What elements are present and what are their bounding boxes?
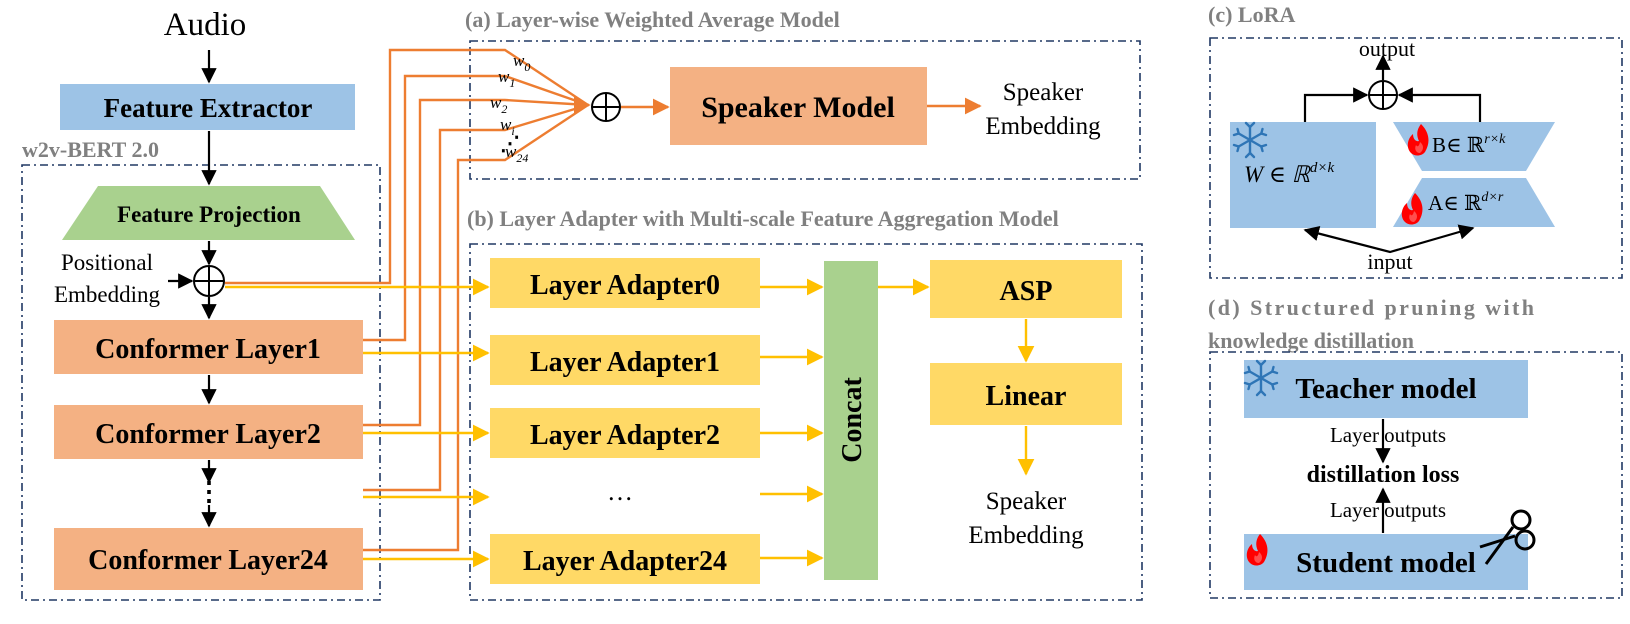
layer-ellipsis: ⋮	[196, 477, 222, 506]
panel-b-frame	[469, 243, 1143, 601]
backbone-title: w2v-BERT 2.0	[22, 137, 159, 162]
speaker-model-box	[670, 67, 927, 145]
panel-b-output-line1: Speaker	[986, 488, 1067, 515]
adapter-output-lines	[760, 278, 824, 567]
adapter-input-lines	[225, 278, 490, 568]
panel-b-title: (b) Layer Adapter with Multi-scale Featu…	[467, 206, 1059, 231]
audio-label: Audio	[164, 7, 247, 43]
asp-box	[930, 260, 1122, 318]
conformer-layer1-label: Conformer Layer1	[95, 334, 321, 365]
lora-input-label: input	[1367, 249, 1412, 274]
panel-b-output-line2: Embedding	[968, 522, 1084, 549]
feature-extractor-box	[60, 84, 355, 130]
adapter-ellipsis: …	[607, 477, 633, 506]
panel-a-output-line2: Embedding	[985, 113, 1101, 140]
weight-label-0: w0	[513, 51, 530, 74]
weighted-sum-routing-lines	[225, 48, 589, 552]
layer-adapter24-box	[490, 534, 760, 584]
conformer-layer24-box	[54, 528, 363, 590]
concat-label: Concat	[837, 377, 868, 463]
distillation-loss-label: distillation loss	[1307, 462, 1460, 488]
lora-b-box	[1393, 122, 1555, 171]
weighted-sum-icon	[591, 92, 621, 122]
panel-c-frame	[1209, 37, 1623, 279]
student-model-label: Student model	[1296, 547, 1476, 579]
layer-adapter1-label: Layer Adapter1	[530, 347, 720, 378]
panel-a-output-line1: Speaker	[1003, 79, 1084, 106]
teacher-model-label: Teacher model	[1295, 373, 1476, 405]
lora-sum-icon	[1368, 80, 1398, 110]
asp-label: ASP	[1000, 276, 1053, 307]
layer-outputs-top-label: Layer outputs	[1330, 423, 1446, 447]
panel-d-title-line2: knowledge distillation	[1208, 328, 1414, 353]
weight-dots: ⋰	[500, 133, 520, 155]
lora-b-label: B∈ ℝr×k	[1432, 132, 1506, 157]
student-model-box	[1244, 534, 1528, 590]
lora-w-label: W ∈ ℝd×k	[1244, 160, 1335, 187]
feature-projection-box	[62, 186, 355, 240]
panel-d-frame	[1209, 351, 1623, 599]
layer-adapter0-box	[490, 258, 760, 308]
weight-label-1: w1	[498, 67, 515, 90]
positional-sum-icon	[193, 265, 225, 297]
lora-w-to-sum-line	[1303, 87, 1369, 122]
linear-label: Linear	[986, 381, 1067, 412]
positional-label-line1: Positional	[61, 250, 153, 275]
lora-b-to-sum-line	[1397, 87, 1482, 122]
weight-label-24: w24	[505, 142, 528, 165]
lora-a-label: A∈ ℝd×r	[1428, 190, 1504, 215]
panel-c-title: (c) LoRA	[1208, 2, 1295, 27]
layer-adapter24-label: Layer Adapter24	[523, 546, 727, 577]
linear-box	[930, 363, 1122, 425]
lora-input-arrows	[1303, 224, 1475, 254]
feature-projection-label: Feature Projection	[117, 202, 301, 227]
scissors-icon	[1479, 509, 1536, 565]
weight-label-i: wi	[500, 115, 515, 138]
lora-w-box	[1230, 122, 1376, 228]
weight-labels: w0 w1 w2 wi w24	[490, 51, 530, 165]
conformer-layer2-box	[54, 405, 363, 459]
speaker-model-label: Speaker Model	[701, 91, 895, 124]
weight-label-2: w2	[490, 93, 507, 116]
conformer-layer24-label: Conformer Layer24	[88, 545, 328, 576]
panel-a-frame	[469, 40, 1141, 180]
lora-a-box	[1393, 178, 1555, 227]
lora-output-label: output	[1359, 36, 1415, 61]
conformer-layer1-box	[54, 320, 363, 374]
feature-extractor-label: Feature Extractor	[104, 93, 313, 123]
teacher-model-box	[1244, 360, 1528, 418]
concat-box	[824, 261, 878, 580]
backbone-frame	[21, 164, 381, 601]
positional-label-line2: Embedding	[54, 282, 161, 307]
layer-adapter0-label: Layer Adapter0	[530, 270, 720, 301]
layer-adapter2-label: Layer Adapter2	[530, 420, 720, 451]
layer-outputs-bottom-label: Layer outputs	[1330, 498, 1446, 522]
panel-d-title-line1: (d) Structured pruning with	[1208, 295, 1534, 320]
conformer-layer2-label: Conformer Layer2	[95, 419, 321, 450]
layer-adapter2-box	[490, 408, 760, 458]
layer-adapter1-box	[490, 335, 760, 385]
panel-a-title: (a) Layer-wise Weighted Average Model	[465, 7, 840, 32]
